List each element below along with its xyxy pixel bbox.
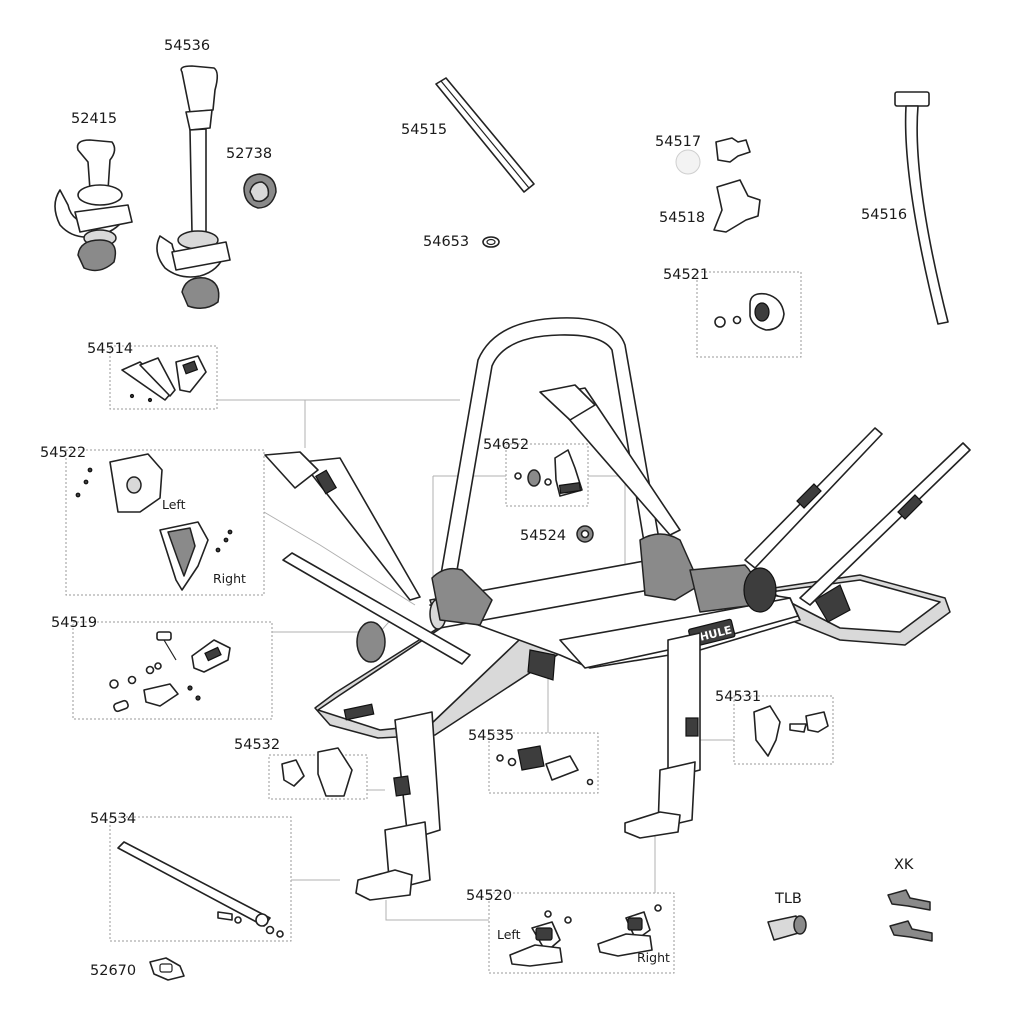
left-foot bbox=[355, 869, 413, 901]
right-foot bbox=[624, 811, 681, 839]
frame-54522 bbox=[65, 449, 265, 596]
right-leg-upper bbox=[667, 632, 701, 779]
part-54518: 54518 bbox=[659, 179, 761, 233]
part-52738: 52738 bbox=[226, 146, 277, 209]
rack-main-frame: THULE bbox=[264, 317, 971, 901]
part-number-TLB: TLB bbox=[774, 891, 802, 907]
label-right-54520: Right bbox=[637, 950, 670, 965]
part-number-54519: 54519 bbox=[51, 615, 97, 631]
part-54653: 54653 bbox=[423, 234, 500, 250]
part-number-54521: 54521 bbox=[663, 267, 709, 283]
frame-54519 bbox=[72, 621, 273, 720]
part-number-54517: 54517 bbox=[655, 134, 701, 150]
part-number-54516: 54516 bbox=[861, 207, 907, 223]
part-54534: 54534 bbox=[90, 811, 284, 938]
frame-54531 bbox=[733, 695, 834, 765]
frame-54652 bbox=[505, 443, 589, 507]
part-54524: 54524 bbox=[520, 525, 594, 544]
part-54536: 54536 bbox=[156, 38, 231, 309]
part-54522: 54522 Left Right bbox=[40, 445, 246, 591]
part-54535: 54535 bbox=[468, 728, 594, 786]
pole-right bbox=[799, 442, 971, 606]
part-number-52738: 52738 bbox=[226, 146, 272, 162]
part-54517: 54517 bbox=[655, 134, 751, 175]
label-left-54520: Left bbox=[497, 927, 521, 942]
label-left-54522: Left bbox=[162, 497, 186, 512]
part-number-54520: 54520 bbox=[466, 888, 512, 904]
key-1 bbox=[887, 889, 931, 911]
part-XK: XK bbox=[887, 857, 933, 942]
part-number-54531: 54531 bbox=[715, 689, 761, 705]
part-number-54518: 54518 bbox=[659, 210, 705, 226]
part-number-54652: 54652 bbox=[483, 437, 529, 453]
frame-54520 bbox=[488, 892, 675, 974]
part-52415: 52415 bbox=[54, 111, 133, 272]
part-number-54653: 54653 bbox=[423, 234, 469, 250]
part-number-54532: 54532 bbox=[234, 737, 280, 753]
part-number-52415: 52415 bbox=[71, 111, 117, 127]
part-52670: 52670 bbox=[90, 957, 185, 981]
part-number-54514: 54514 bbox=[87, 341, 133, 357]
part-54514: 54514 bbox=[87, 341, 207, 403]
part-number-54534: 54534 bbox=[90, 811, 136, 827]
part-54652: 54652 bbox=[483, 437, 583, 497]
part-TLB: TLB bbox=[767, 891, 807, 941]
part-number-54524: 54524 bbox=[520, 528, 566, 544]
part-number-54536: 54536 bbox=[164, 38, 210, 54]
strap-buckle bbox=[527, 649, 556, 681]
part-54531: 54531 bbox=[715, 689, 829, 757]
part-number-XK: XK bbox=[894, 857, 914, 873]
part-number-54522: 54522 bbox=[40, 445, 86, 461]
frame-54534 bbox=[109, 816, 292, 942]
left-leg-upper bbox=[394, 711, 441, 841]
frame-54535 bbox=[488, 732, 599, 794]
wheel-arm-left bbox=[301, 457, 421, 601]
frame-54521 bbox=[696, 271, 802, 358]
frame-arm-left bbox=[282, 552, 471, 665]
part-54532: 54532 bbox=[234, 737, 353, 797]
part-54521: 54521 bbox=[663, 267, 785, 331]
label-right-54522: Right bbox=[213, 571, 246, 586]
part-number-54515: 54515 bbox=[401, 122, 447, 138]
part-54516: 54516 bbox=[861, 91, 949, 325]
right-leg-lower bbox=[657, 761, 696, 829]
part-number-52670: 52670 bbox=[90, 963, 136, 979]
part-54515: 54515 bbox=[401, 77, 535, 193]
part-54519: 54519 bbox=[51, 615, 231, 713]
frame-54514 bbox=[109, 345, 218, 410]
part-54520: 54520 Left Right bbox=[466, 888, 670, 967]
part-number-54535: 54535 bbox=[468, 728, 514, 744]
key-2 bbox=[889, 920, 933, 942]
